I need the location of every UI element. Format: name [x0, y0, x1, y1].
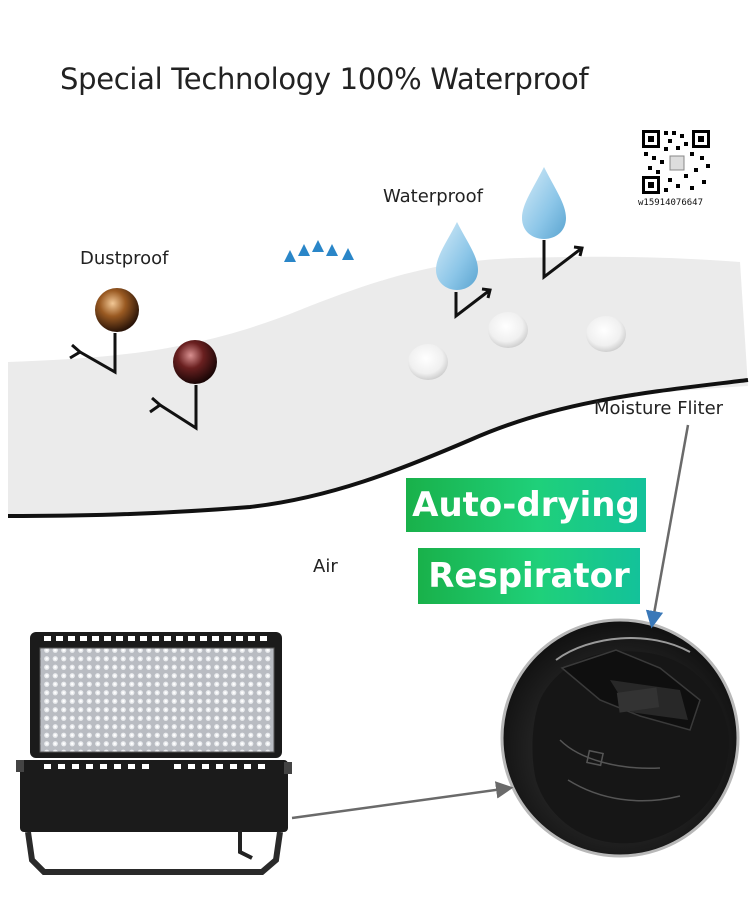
floodlight-fixture	[16, 632, 292, 875]
valve-closeup	[500, 618, 740, 858]
qr-caption: w15914076647	[638, 198, 704, 208]
callout-arrows	[291, 424, 690, 820]
air-flow-arrow-icon	[284, 240, 354, 552]
water-drop-icon	[408, 167, 626, 380]
page-title: Special Technology 100% Waterproof	[60, 62, 589, 96]
qr-code-icon	[640, 128, 712, 196]
label-air: Air	[313, 556, 338, 577]
label-dustproof: Dustproof	[80, 248, 169, 269]
membrane	[7, 256, 749, 518]
badge-auto-drying: Auto-drying	[406, 478, 646, 532]
label-waterproof: Waterproof	[383, 186, 484, 207]
label-moisture-filter: Moisture Fliter	[594, 398, 724, 419]
badge-respirator: Respirator	[418, 548, 640, 604]
dust-particle-icon	[69, 288, 217, 431]
